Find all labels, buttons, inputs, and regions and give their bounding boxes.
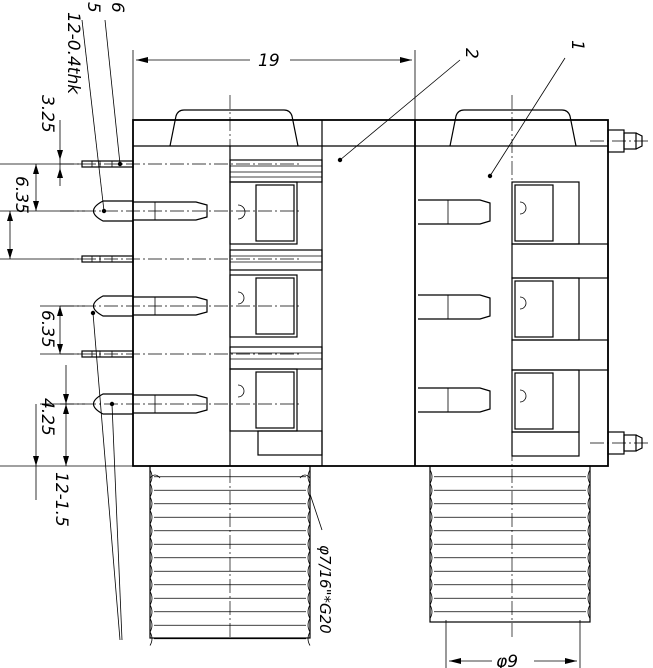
thread-crest [149, 469, 311, 484]
thread-crest [149, 510, 311, 525]
thread-crest [429, 604, 591, 619]
thread-crest [149, 577, 311, 592]
thread-crest [149, 523, 311, 538]
thread-crest [149, 537, 311, 552]
housing-body [132, 119, 609, 467]
right-thread-boss [429, 465, 591, 623]
thread-crest [429, 537, 591, 552]
thread-crest [149, 496, 311, 511]
callout-5: 5 [83, 2, 103, 13]
thread-crest [149, 483, 311, 498]
left-thread-boss [149, 465, 311, 646]
callout-2: 2 [461, 48, 481, 59]
dimension-label-pin-thickness: 12-0.4thk [63, 12, 83, 95]
callout-6: 6 [107, 2, 127, 13]
thread-crest [149, 604, 311, 619]
thread-crest [149, 591, 311, 606]
thread-crest [429, 564, 591, 579]
dimension-19: 19 [132, 50, 416, 120]
dimension-phi9: φ9 [445, 620, 581, 668]
thread-crest [429, 496, 591, 511]
right-contact-cavities [511, 181, 609, 457]
dimension-label-3-25: 3.25 [37, 95, 57, 133]
dimension-label-phi9: φ9 [496, 652, 518, 668]
right-pins [418, 199, 491, 413]
dimension-label-4-25: 4.25 [37, 398, 57, 436]
housing-top-bumps [169, 109, 577, 147]
left-dimension-lines [0, 120, 133, 500]
thread-crest [429, 550, 591, 565]
thread-crest [429, 483, 591, 498]
dimension-label-pin-spec: 12-1.5 [51, 472, 71, 527]
thread-crest [149, 631, 311, 646]
left-contact-cavities [229, 159, 323, 456]
dimension-label-thread: φ7/16"*G20 [316, 545, 334, 634]
leader-lines [81, 19, 566, 641]
thread-crest [429, 591, 591, 606]
left-pins [92, 200, 208, 415]
thread-crest [429, 523, 591, 538]
thread-crest [149, 550, 311, 565]
thread-crest [149, 618, 311, 633]
callout-1: 1 [567, 40, 587, 51]
dimension-label-6-35-top: 6.35 [11, 176, 31, 214]
centerlines [60, 95, 650, 640]
dimension-label-6-35-bottom: 6.35 [37, 310, 57, 348]
dimension-label-19: 19 [258, 51, 280, 71]
thread-crest [149, 564, 311, 579]
thread-crest [429, 510, 591, 525]
thread-crest [429, 469, 591, 484]
thread-crest [429, 577, 591, 592]
right-terminals [607, 129, 643, 455]
